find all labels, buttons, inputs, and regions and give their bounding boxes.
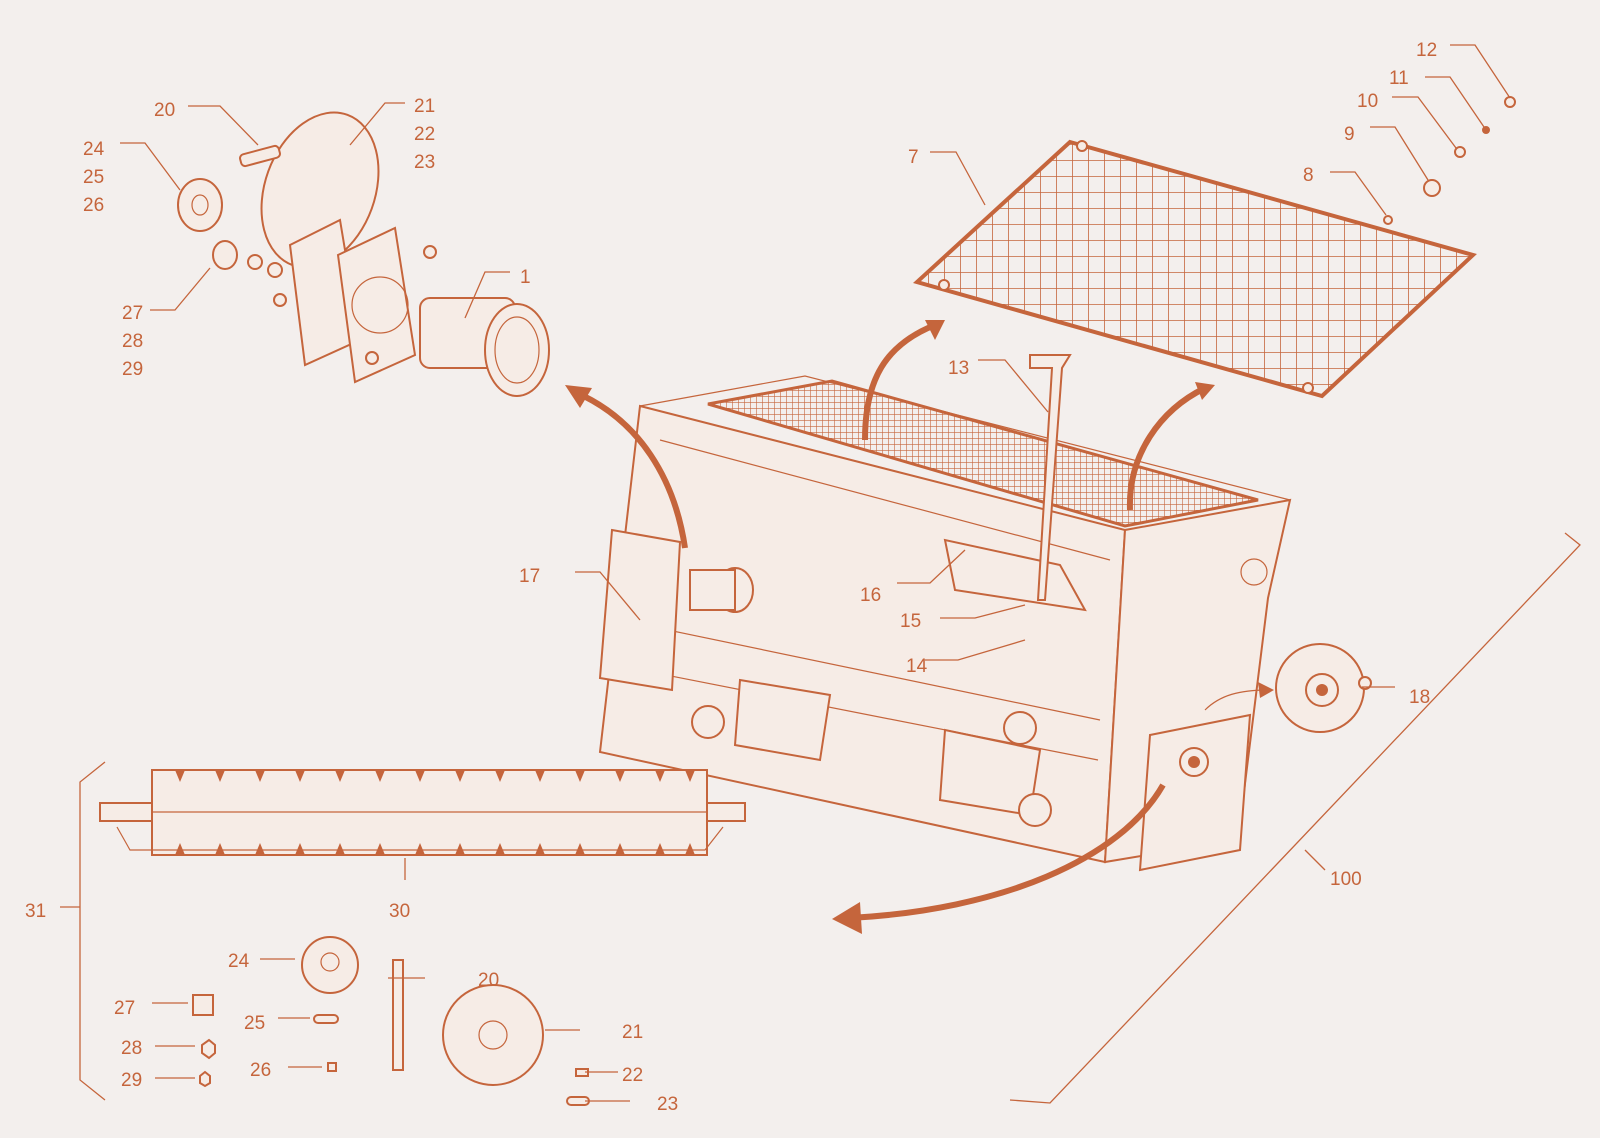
hopper-box xyxy=(598,354,1292,872)
small-parts xyxy=(192,936,590,1106)
label-27-bottom: 27 xyxy=(114,998,135,1019)
detail-bearing xyxy=(1275,643,1372,733)
label-9: 9 xyxy=(1344,124,1355,145)
label-30: 30 xyxy=(389,901,410,922)
label-21-bottom: 21 xyxy=(622,1022,643,1043)
label-27-top: 27 xyxy=(122,303,143,324)
label-24-top: 24 xyxy=(83,139,105,160)
label-100: 100 xyxy=(1330,869,1362,890)
label-11: 11 xyxy=(1389,68,1409,89)
fasteners-top-right xyxy=(1383,96,1516,225)
label-7: 7 xyxy=(908,147,919,168)
rotor-shaft xyxy=(99,769,746,856)
label-26-bottom: 26 xyxy=(250,1060,271,1081)
label-31: 31 xyxy=(25,901,46,922)
label-25-top: 25 xyxy=(83,167,104,188)
label-21-top: 21 xyxy=(414,96,435,117)
label-28-bottom: 28 xyxy=(121,1038,142,1059)
label-8: 8 xyxy=(1303,165,1314,186)
leader-lines xyxy=(60,44,1581,1104)
label-18: 18 xyxy=(1409,687,1430,708)
label-15: 15 xyxy=(900,611,921,632)
label-16: 16 xyxy=(860,585,881,606)
label-20-top: 20 xyxy=(154,100,175,121)
label-12: 12 xyxy=(1416,40,1437,61)
label-28-top: 28 xyxy=(122,331,143,352)
drive-assembly xyxy=(177,111,550,397)
label-20-bottom: 20 xyxy=(478,970,499,991)
label-26-top: 26 xyxy=(83,195,104,216)
assembly-arrows xyxy=(565,320,1274,934)
rotor-teeth xyxy=(175,770,695,855)
label-1: 1 xyxy=(520,267,531,288)
label-24-bottom: 24 xyxy=(228,951,250,972)
part-labels: 12 11 10 9 8 7 13 16 15 14 17 18 20 21 2… xyxy=(25,40,1437,1115)
label-23-bottom: 23 xyxy=(657,1094,678,1115)
label-22-bottom: 22 xyxy=(622,1065,643,1086)
grid-screen xyxy=(912,139,1477,399)
label-14: 14 xyxy=(906,656,928,677)
label-10: 10 xyxy=(1357,91,1378,112)
label-17: 17 xyxy=(519,566,540,587)
label-23-top: 23 xyxy=(414,152,435,173)
label-29-bottom: 29 xyxy=(121,1070,142,1091)
label-22-top: 22 xyxy=(414,124,435,145)
label-13: 13 xyxy=(948,358,969,379)
label-29-top: 29 xyxy=(122,359,143,380)
label-25-bottom: 25 xyxy=(244,1013,265,1034)
